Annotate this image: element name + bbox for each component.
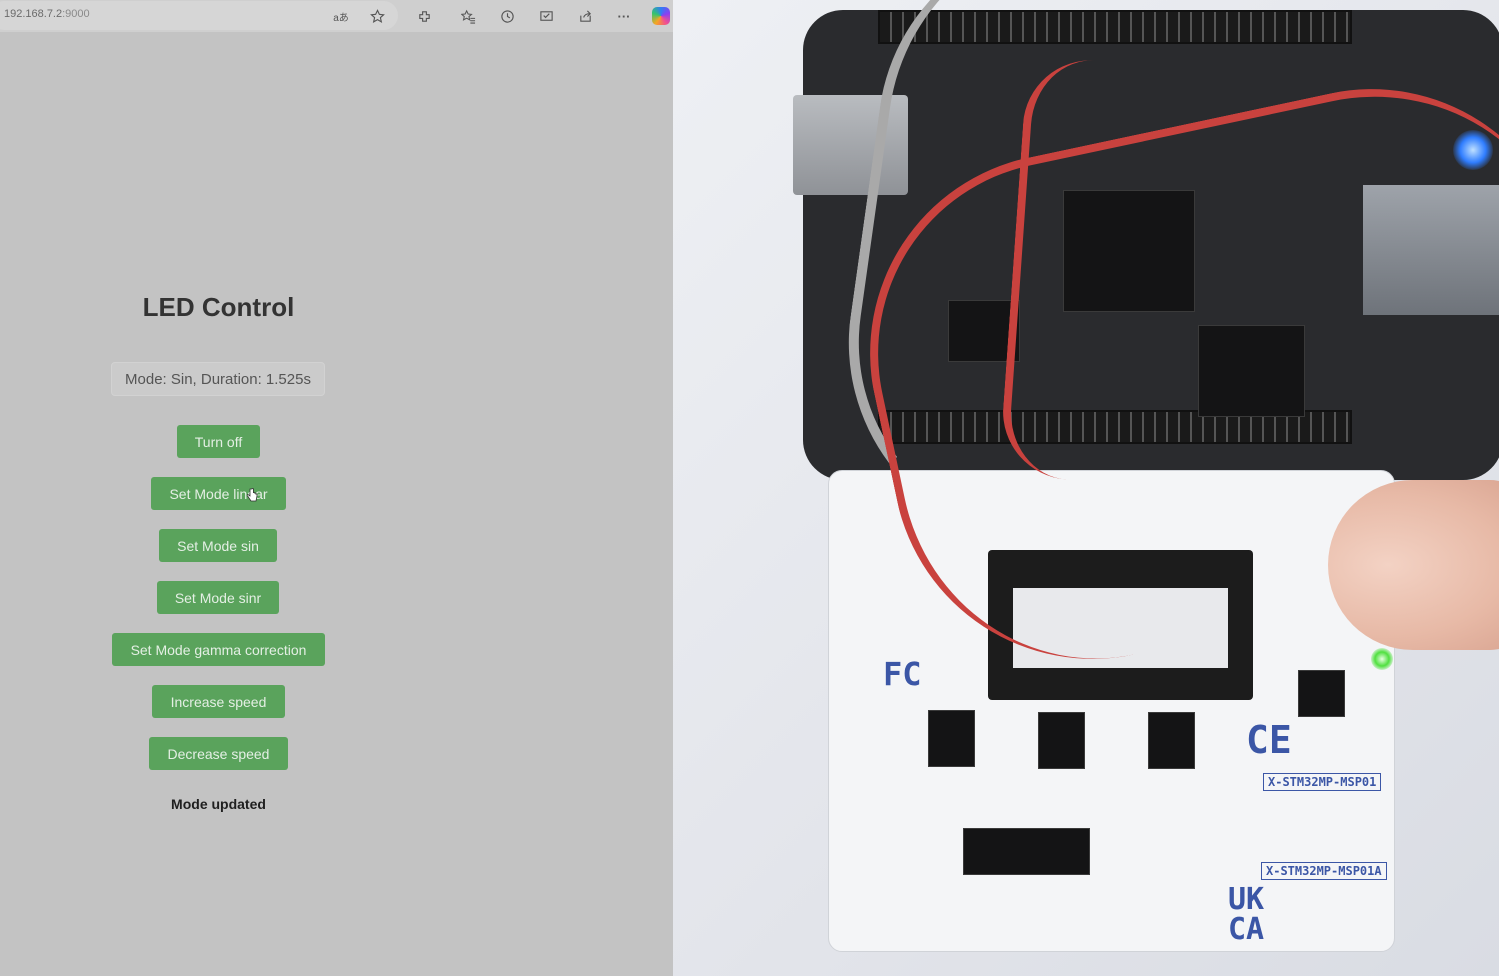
hand-cursor-icon — [246, 488, 258, 502]
browser-toolbar: 192.168.7.2:9000 aあ ··· — [0, 0, 673, 32]
history-icon[interactable] — [497, 6, 517, 26]
set-mode-sin-button[interactable]: Set Mode sin — [159, 529, 277, 562]
fc-mark: FC — [883, 655, 922, 693]
decrease-speed-button[interactable]: Decrease speed — [149, 737, 288, 770]
url-text[interactable]: 192.168.7.2:9000 — [4, 8, 90, 20]
ethernet-port — [1363, 185, 1499, 315]
ce-mark: CE — [1246, 718, 1292, 762]
green-led-icon — [1371, 648, 1393, 670]
copilot-icon[interactable] — [652, 7, 670, 25]
turn-off-button[interactable]: Turn off — [177, 425, 260, 458]
usb-port — [793, 95, 908, 195]
more-icon[interactable]: ··· — [617, 8, 631, 24]
blue-led-icon — [1453, 130, 1493, 170]
share-icon[interactable] — [575, 6, 595, 26]
ic-chip-3 — [1148, 712, 1195, 769]
favorite-star-icon[interactable] — [367, 6, 387, 26]
board-label-2: X-STM32MP-MSP01A — [1261, 862, 1387, 880]
ukca-mark-top: UK — [1228, 882, 1265, 917]
ic-chip-4 — [1298, 670, 1345, 717]
pmic-chip — [948, 300, 1020, 362]
read-aloud-icon[interactable]: aあ — [333, 12, 349, 24]
increase-speed-button[interactable]: Increase speed — [152, 685, 285, 718]
ukca-mark-bottom: CA — [1228, 912, 1265, 947]
board-label-1: X-STM32MP-MSP01 — [1263, 773, 1382, 791]
top-pin-header — [878, 10, 1352, 44]
url-host: 192.168.7.2 — [4, 8, 63, 20]
set-mode-linear-button[interactable]: Set Mode linear — [151, 477, 286, 510]
hardware-photo: X-STM32MP-MSP01 X-STM32MP-MSP01A UK CA C… — [673, 0, 1499, 976]
processor-chip — [1063, 190, 1195, 312]
screenshot-icon[interactable] — [536, 6, 556, 26]
address-bar[interactable] — [0, 1, 398, 30]
finger — [1328, 480, 1499, 650]
status-message: Mode updated — [171, 796, 266, 812]
ic-chip-2 — [1038, 712, 1085, 769]
set-mode-gamma-correction-button[interactable]: Set Mode gamma correction — [112, 633, 325, 666]
ic-chip-1 — [928, 710, 975, 767]
page-title: LED Control — [142, 292, 295, 322]
memory-chip — [1198, 325, 1305, 417]
status-display: Mode: Sin, Duration: 1.525s — [111, 362, 325, 396]
set-mode-sinr-button[interactable]: Set Mode sinr — [157, 581, 279, 614]
ribbon-connector — [963, 828, 1090, 875]
socket-window — [1013, 588, 1228, 668]
favorites-icon[interactable] — [458, 6, 478, 26]
url-port: :9000 — [62, 8, 90, 20]
extensions-icon[interactable] — [414, 6, 434, 26]
browser-window: 192.168.7.2:9000 aあ ··· LED Control Mode… — [0, 0, 673, 976]
